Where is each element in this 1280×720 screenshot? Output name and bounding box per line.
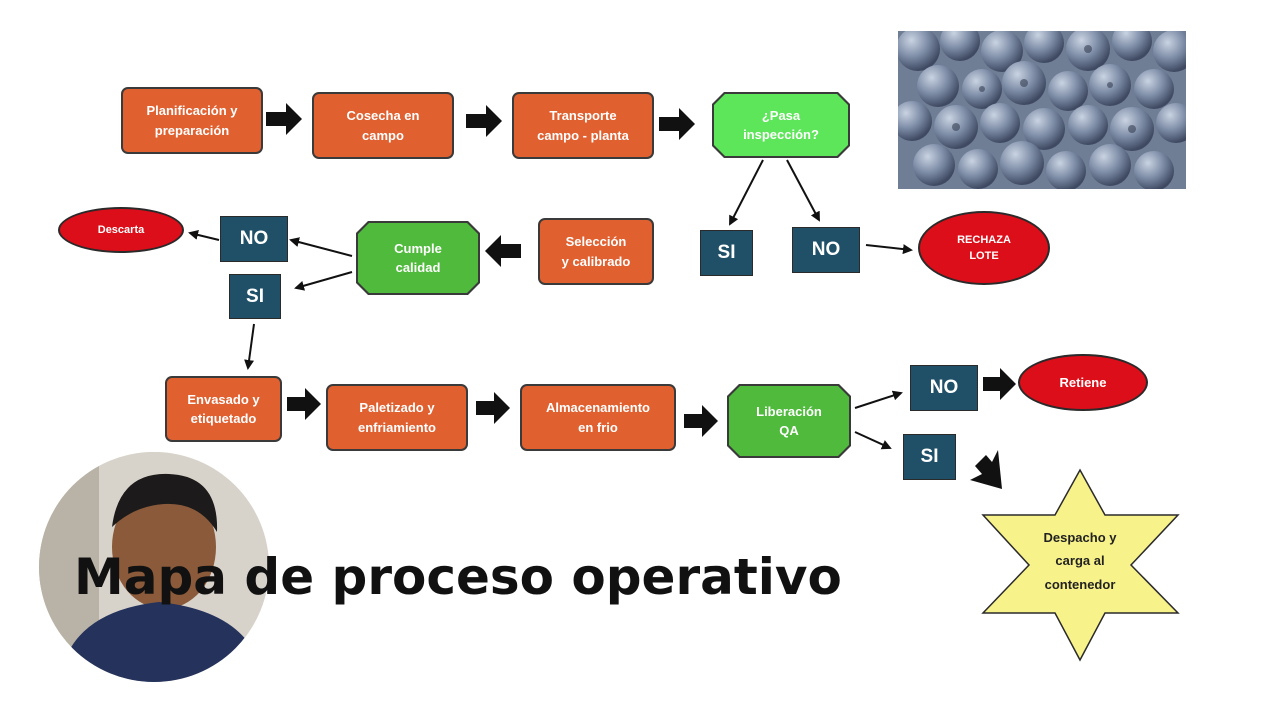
arrow-transporte-inspeccion xyxy=(659,108,695,140)
arrow-qa-no xyxy=(854,390,903,409)
presenter-webcam xyxy=(39,452,269,682)
arrow-plan-cosecha xyxy=(266,103,302,135)
step-paletizado: Paletizado y enfriamiento xyxy=(326,384,468,451)
arrow-inspeccion-si xyxy=(729,159,764,226)
arrow-cosecha-transporte xyxy=(466,105,502,137)
blueberries-image xyxy=(898,31,1186,189)
presenter-avatar-icon xyxy=(39,452,269,682)
tag-calidad-no: NO xyxy=(220,216,288,262)
tag-inspeccion-si: SI xyxy=(700,230,753,276)
outcome-retiene: Retiene xyxy=(1018,354,1148,411)
despacho-star xyxy=(981,468,1180,662)
step-cosecha: Cosecha en campo xyxy=(312,92,454,159)
decision-liberacion-qa-label: Liberación QA xyxy=(729,386,849,456)
decision-cumple-calidad-label: Cumple calidad xyxy=(358,223,478,293)
decision-cumple-calidad: Cumple calidad xyxy=(356,221,480,295)
tag-qa-no: NO xyxy=(910,365,978,411)
step-transporte: Transporte campo - planta xyxy=(512,92,654,159)
arrow-qa-si xyxy=(854,431,892,450)
page-title: Mapa de proceso operativo xyxy=(74,548,842,606)
arrow-no-descarta xyxy=(188,230,220,241)
arrow-almacen-liberacion xyxy=(684,405,718,437)
step-almacenamiento: Almacenamiento en frio xyxy=(520,384,676,451)
arrow-si-despacho xyxy=(970,450,1002,489)
step-planificacion: Planificación y preparación xyxy=(121,87,263,154)
arrow-paletizado-almacen xyxy=(476,392,510,424)
block-arrows xyxy=(266,103,1016,489)
outcome-descarta: Descarta xyxy=(58,207,184,253)
arrow-seleccion-calidad xyxy=(485,235,521,267)
arrow-calidad-si xyxy=(294,271,353,291)
outcome-rechaza-lote: RECHAZA LOTE xyxy=(918,211,1050,285)
arrow-envasado-paletizado xyxy=(287,388,321,420)
step-envasado: Envasado y etiquetado xyxy=(165,376,282,442)
blueberries-illustration xyxy=(898,31,1186,189)
tag-calidad-si: SI xyxy=(229,274,281,319)
arrow-calidad-no xyxy=(289,237,353,257)
arrow-inspeccion-no xyxy=(786,159,820,222)
tag-qa-si: SI xyxy=(903,434,956,480)
decision-pasa-inspeccion-label: ¿Pasa inspección? xyxy=(714,94,848,156)
step-seleccion: Selección y calibrado xyxy=(538,218,654,285)
thin-arrows xyxy=(188,159,913,450)
step-despacho: Despacho y carga al contenedor xyxy=(1043,530,1117,592)
decision-pasa-inspeccion: ¿Pasa inspección? xyxy=(712,92,850,158)
arrow-si-envasado xyxy=(244,323,255,370)
arrow-no-rechaza xyxy=(865,244,913,255)
arrow-no-retiene xyxy=(983,368,1016,400)
decision-liberacion-qa: Liberación QA xyxy=(727,384,851,458)
tag-inspeccion-no: NO xyxy=(792,227,860,273)
